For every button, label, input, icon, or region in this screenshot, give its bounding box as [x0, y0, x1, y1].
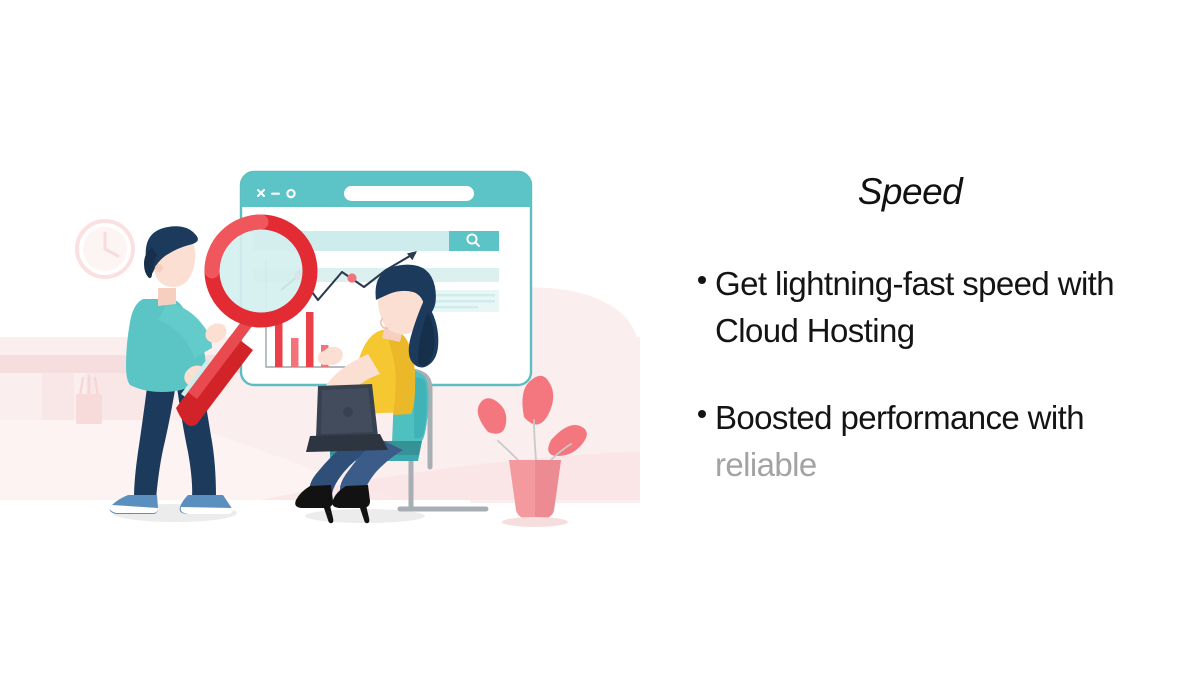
- search-icon: [466, 233, 480, 247]
- potted-plant: [477, 375, 587, 527]
- magnifying-glass: [176, 214, 318, 426]
- window-control-close: [257, 189, 265, 197]
- search-submit-button: [449, 231, 499, 251]
- bullet-line-1: Get lightning-fast speed with: [715, 265, 1115, 302]
- bullet-dot-icon: [698, 410, 706, 418]
- laptop: [306, 384, 388, 452]
- slide-title: Speed: [857, 171, 963, 212]
- bullet-line-2: Cloud Hosting: [715, 312, 915, 349]
- wall-clock: [75, 219, 135, 279]
- bullet-item: Boosted performance with reliable: [660, 394, 1190, 488]
- bullet-dot-icon: [698, 276, 706, 284]
- bullet-item: Get lightning-fast speed with Cloud Host…: [660, 260, 1190, 354]
- bullet-line-muted: reliable: [715, 446, 817, 483]
- pencil-holder: [76, 374, 102, 424]
- browser-url-bar: [344, 186, 474, 201]
- seo-analytics-illustration: [0, 170, 640, 527]
- slide-text-column: Speed Get lightning-fast speed with Clou…: [660, 170, 1190, 528]
- window-control-maximize: [286, 188, 296, 199]
- bullet-text: Get lightning-fast speed with Cloud Host…: [715, 260, 1115, 354]
- window-control-minimize: [271, 192, 280, 195]
- bullet-text: Boosted performance with reliable: [715, 394, 1085, 488]
- bullet-line-1: Boosted performance with: [715, 399, 1085, 436]
- seated-woman: [295, 264, 489, 524]
